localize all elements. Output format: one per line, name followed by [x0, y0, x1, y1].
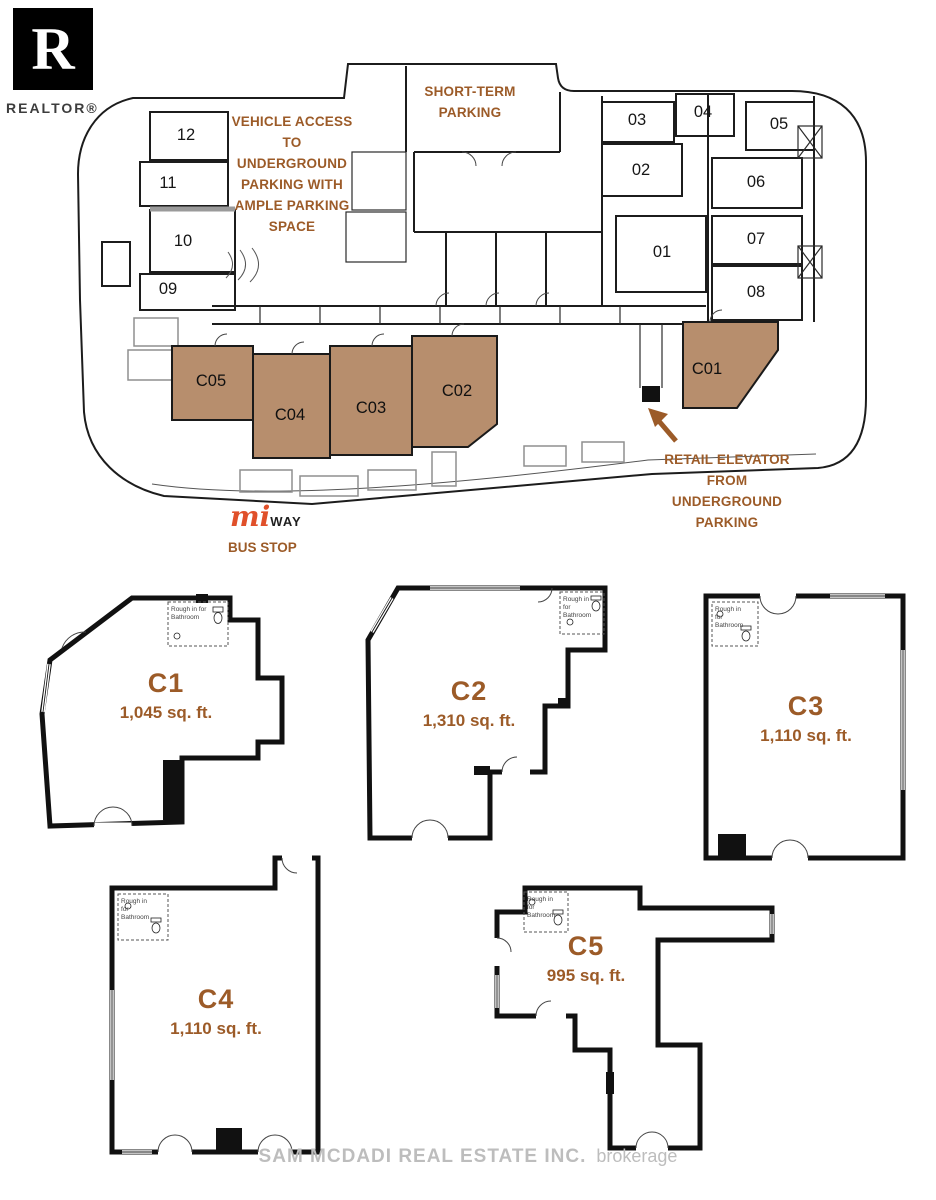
- unit-c03-shape: [329, 345, 413, 456]
- unit-10-label: 10: [173, 232, 193, 250]
- unit-06-label: 06: [746, 173, 766, 191]
- unit-11-label: 11: [159, 174, 177, 192]
- c4-label: C4: [197, 984, 235, 1014]
- bus-stop-label: BUS STOP: [228, 540, 297, 555]
- unit-01-label: 01: [652, 243, 672, 261]
- mid-block: [345, 66, 603, 307]
- unit-c2-drawing: [365, 585, 608, 842]
- brokerage-watermark: SAM MCDADI REAL ESTATE INC. brokerage: [0, 1146, 936, 1168]
- retail-elevator-shaft: [639, 324, 663, 402]
- elevator-arrow: [648, 408, 678, 443]
- left-wing-service: [127, 317, 179, 381]
- unit-c1-drawing: [39, 594, 285, 830]
- c2-area: 1,310 sq. ft.: [422, 711, 516, 730]
- realtor-logo: R: [13, 8, 93, 90]
- c4-bathroom-note: Rough in for Bathroom: [121, 898, 150, 922]
- unit-c01-label: C01: [691, 360, 723, 378]
- unit-07-label: 07: [746, 230, 766, 248]
- brokerage-watermark-name: SAM MCDADI REAL ESTATE INC.: [258, 1146, 587, 1167]
- unit-c03-label: C03: [355, 399, 387, 417]
- unit-c04-label: C04: [274, 406, 306, 424]
- unit-c05-label: C05: [195, 372, 227, 390]
- unit-c5-drawing: [493, 885, 775, 1152]
- stair-cores: [797, 125, 823, 279]
- c2-label: C2: [450, 676, 488, 706]
- unit-c4-drawing: [109, 854, 321, 1156]
- c5-area: 995 sq. ft.: [546, 966, 626, 985]
- miway-logo: miWAY: [230, 500, 302, 533]
- miway-logo-way: WAY: [270, 514, 302, 529]
- c2-bathroom-note: Rough in for Bathroom: [563, 596, 592, 620]
- unit-c3-drawing: [703, 592, 906, 862]
- unit-04-label: 04: [693, 103, 713, 121]
- c5-bathroom-note: Rough in for Bathroom: [527, 896, 556, 920]
- unit-c02-label: C02: [441, 382, 473, 400]
- retail-units: [171, 309, 779, 459]
- c5-label: C5: [567, 931, 605, 961]
- unit-08-label: 08: [746, 283, 766, 301]
- unit-12-label: 12: [176, 126, 196, 144]
- c1-label: C1: [147, 668, 185, 698]
- unit-02-label: 02: [631, 161, 651, 179]
- vehicle-access-note: VEHICLE ACCESS TO UNDERGROUND PARKING WI…: [231, 114, 353, 234]
- c3-bathroom-note: Rough in for Bathroom: [715, 606, 744, 630]
- c4-area: 1,110 sq. ft.: [170, 1019, 262, 1038]
- unit-c01-shape: [682, 321, 779, 409]
- short-term-parking-note: SHORT-TERM PARKING: [424, 84, 516, 120]
- c1-bathroom-note: Rough in for Bathroom: [171, 606, 207, 622]
- right-wing-rooms: [601, 93, 815, 324]
- realtor-logo-text: REALTOR®: [6, 100, 99, 116]
- miway-logo-mi: mi: [230, 500, 271, 533]
- brokerage-watermark-suffix: brokerage: [596, 1146, 678, 1166]
- c3-label: C3: [787, 691, 825, 721]
- c1-area: 1,045 sq. ft.: [119, 703, 213, 722]
- corridor: [212, 305, 706, 325]
- ramp-hatch: [225, 247, 259, 283]
- site-plan-drawing: [76, 63, 867, 506]
- street-furniture: [239, 441, 625, 497]
- outer-boundary: [76, 63, 867, 506]
- unit-03-label: 03: [627, 111, 647, 129]
- unit-c04-shape: [252, 353, 331, 459]
- unit-09-label: 09: [158, 280, 178, 298]
- unit-c02-shape: [411, 335, 498, 448]
- c3-area: 1,110 sq. ft.: [760, 726, 852, 745]
- retail-elevator-note: RETAIL ELEVATOR FROM UNDERGROUND PARKING: [664, 452, 790, 530]
- unit-05-label: 05: [769, 115, 789, 133]
